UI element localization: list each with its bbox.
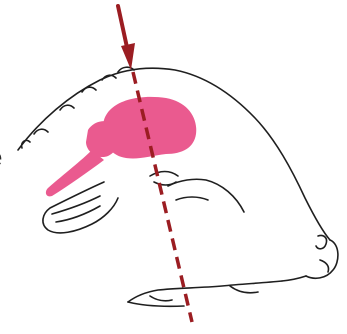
side-label: e xyxy=(0,141,2,173)
arrow-down-icon xyxy=(118,6,135,70)
brain-shape xyxy=(46,97,196,197)
side-label-clip: e xyxy=(0,141,12,173)
